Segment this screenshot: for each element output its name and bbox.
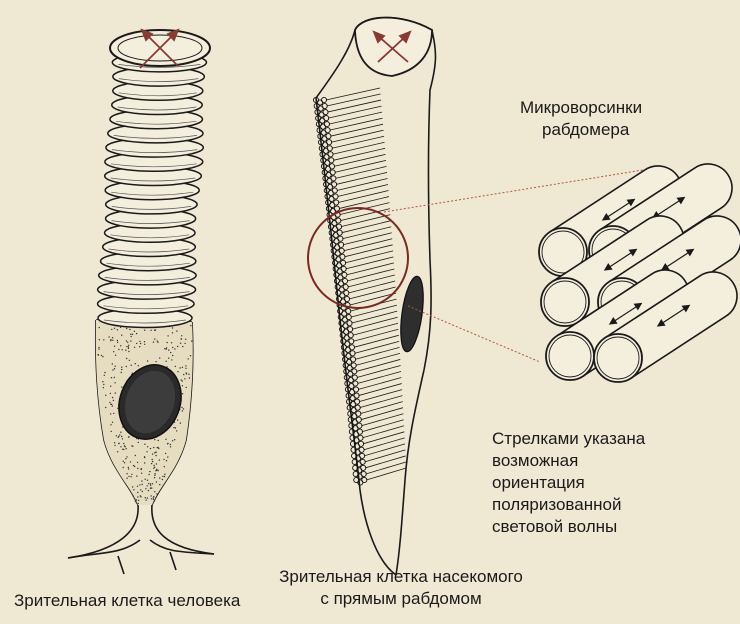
leader-lines [383, 167, 656, 363]
insect-cell-caption: Зрительная клетка насекомого с прямым ра… [266, 566, 536, 610]
rhabdomere-microvilli [312, 87, 407, 486]
human-cell-caption: Зрительная клетка человека [14, 591, 241, 610]
arrows-note-line-5: световой волны [492, 517, 618, 536]
microvilli-label-line-2: рабдомера [542, 120, 630, 139]
arrows-note: Стрелками указана возможная ориентация п… [492, 428, 645, 538]
arrows-note-line-3: ориентация [492, 473, 585, 492]
microvillus-tube [593, 271, 738, 383]
human-photoreceptor-cell [67, 28, 215, 575]
insect-photoreceptor-cell [307, 16, 656, 576]
polarization-arrows-icon [372, 30, 412, 63]
arrows-note-line-1: Стрелками указана [492, 429, 646, 448]
microvillus-direction-arrow-icon [603, 248, 638, 271]
microvillus-direction-arrow-icon [608, 302, 643, 325]
microvilli-bundle [538, 163, 740, 383]
magnifier-circle [307, 207, 409, 309]
insect-nucleus [400, 275, 424, 353]
human-synaptic-foot [67, 539, 215, 575]
insect-caption-line-1: Зрительная клетка насекомого [279, 567, 523, 586]
insect-caption-line-2: с прямым рабдомом [320, 589, 482, 608]
human-outer-segment-discs [96, 52, 208, 329]
microvillus-direction-arrow-icon [656, 304, 691, 327]
arrows-note-line-4: поляризованной [492, 495, 622, 514]
arrows-note-line-2: возможная [492, 451, 579, 470]
microvillus-direction-arrow-icon [601, 198, 636, 221]
microvilli-label-line-1: Микроворсинки [520, 98, 643, 117]
microvilli-label: Микроворсинки рабдомера [520, 97, 642, 141]
polarization-arrows-icon [139, 28, 180, 69]
